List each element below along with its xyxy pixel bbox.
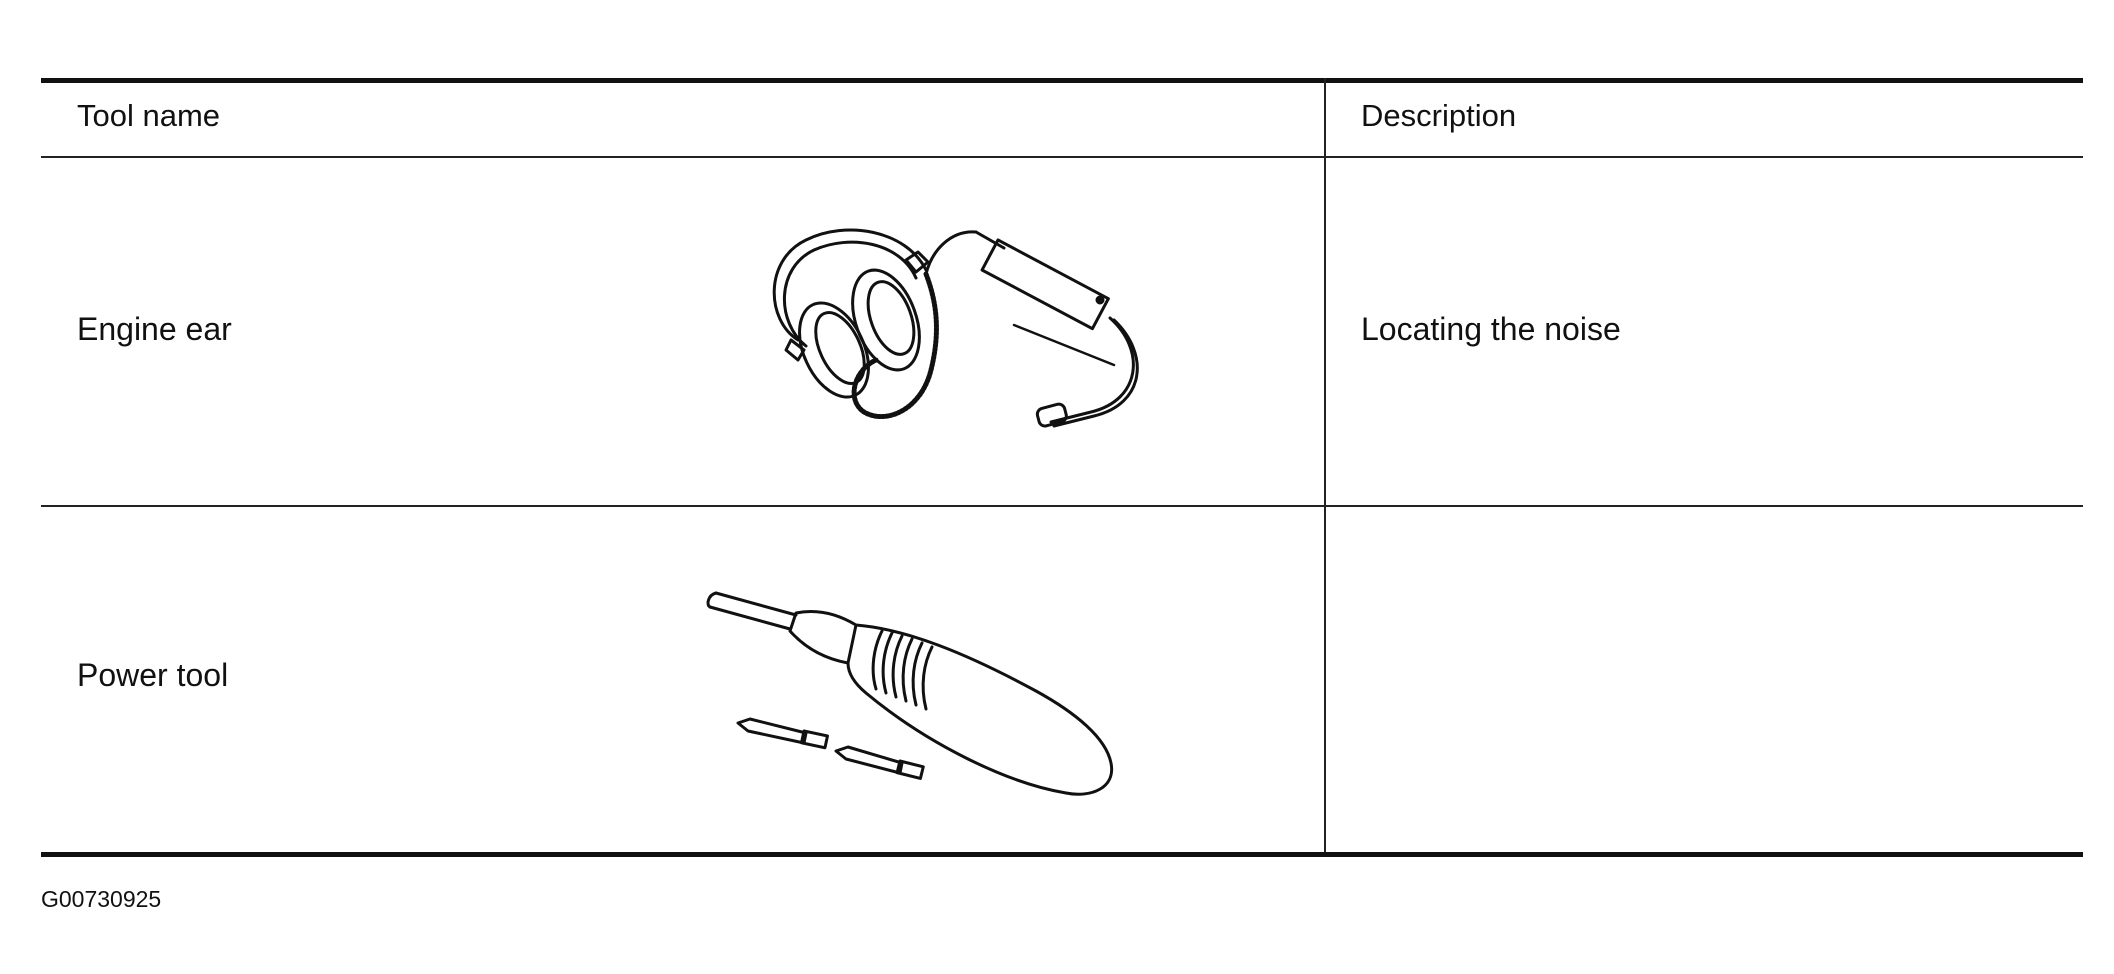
figure-id: G00730925: [41, 886, 162, 912]
row-power-tool-name: Power tool: [77, 657, 229, 693]
header-description: Description: [1361, 98, 1517, 133]
table-top-rule: [41, 78, 2083, 83]
stethoscope-headset-icon: [772, 228, 1139, 428]
row-engine-ear-name: Engine ear: [77, 311, 232, 347]
header-tool-name: Tool name: [77, 98, 221, 133]
row-divider: [41, 505, 2083, 507]
power-screwdriver-icon: [706, 591, 1114, 796]
header-rule: [41, 156, 2083, 158]
row-engine-ear-description: Locating the noise: [1361, 311, 1621, 347]
column-divider: [1324, 78, 1326, 857]
table-bottom-rule: [41, 852, 2083, 857]
tool-table: Tool name Description Engine ear Locatin…: [41, 78, 2083, 857]
